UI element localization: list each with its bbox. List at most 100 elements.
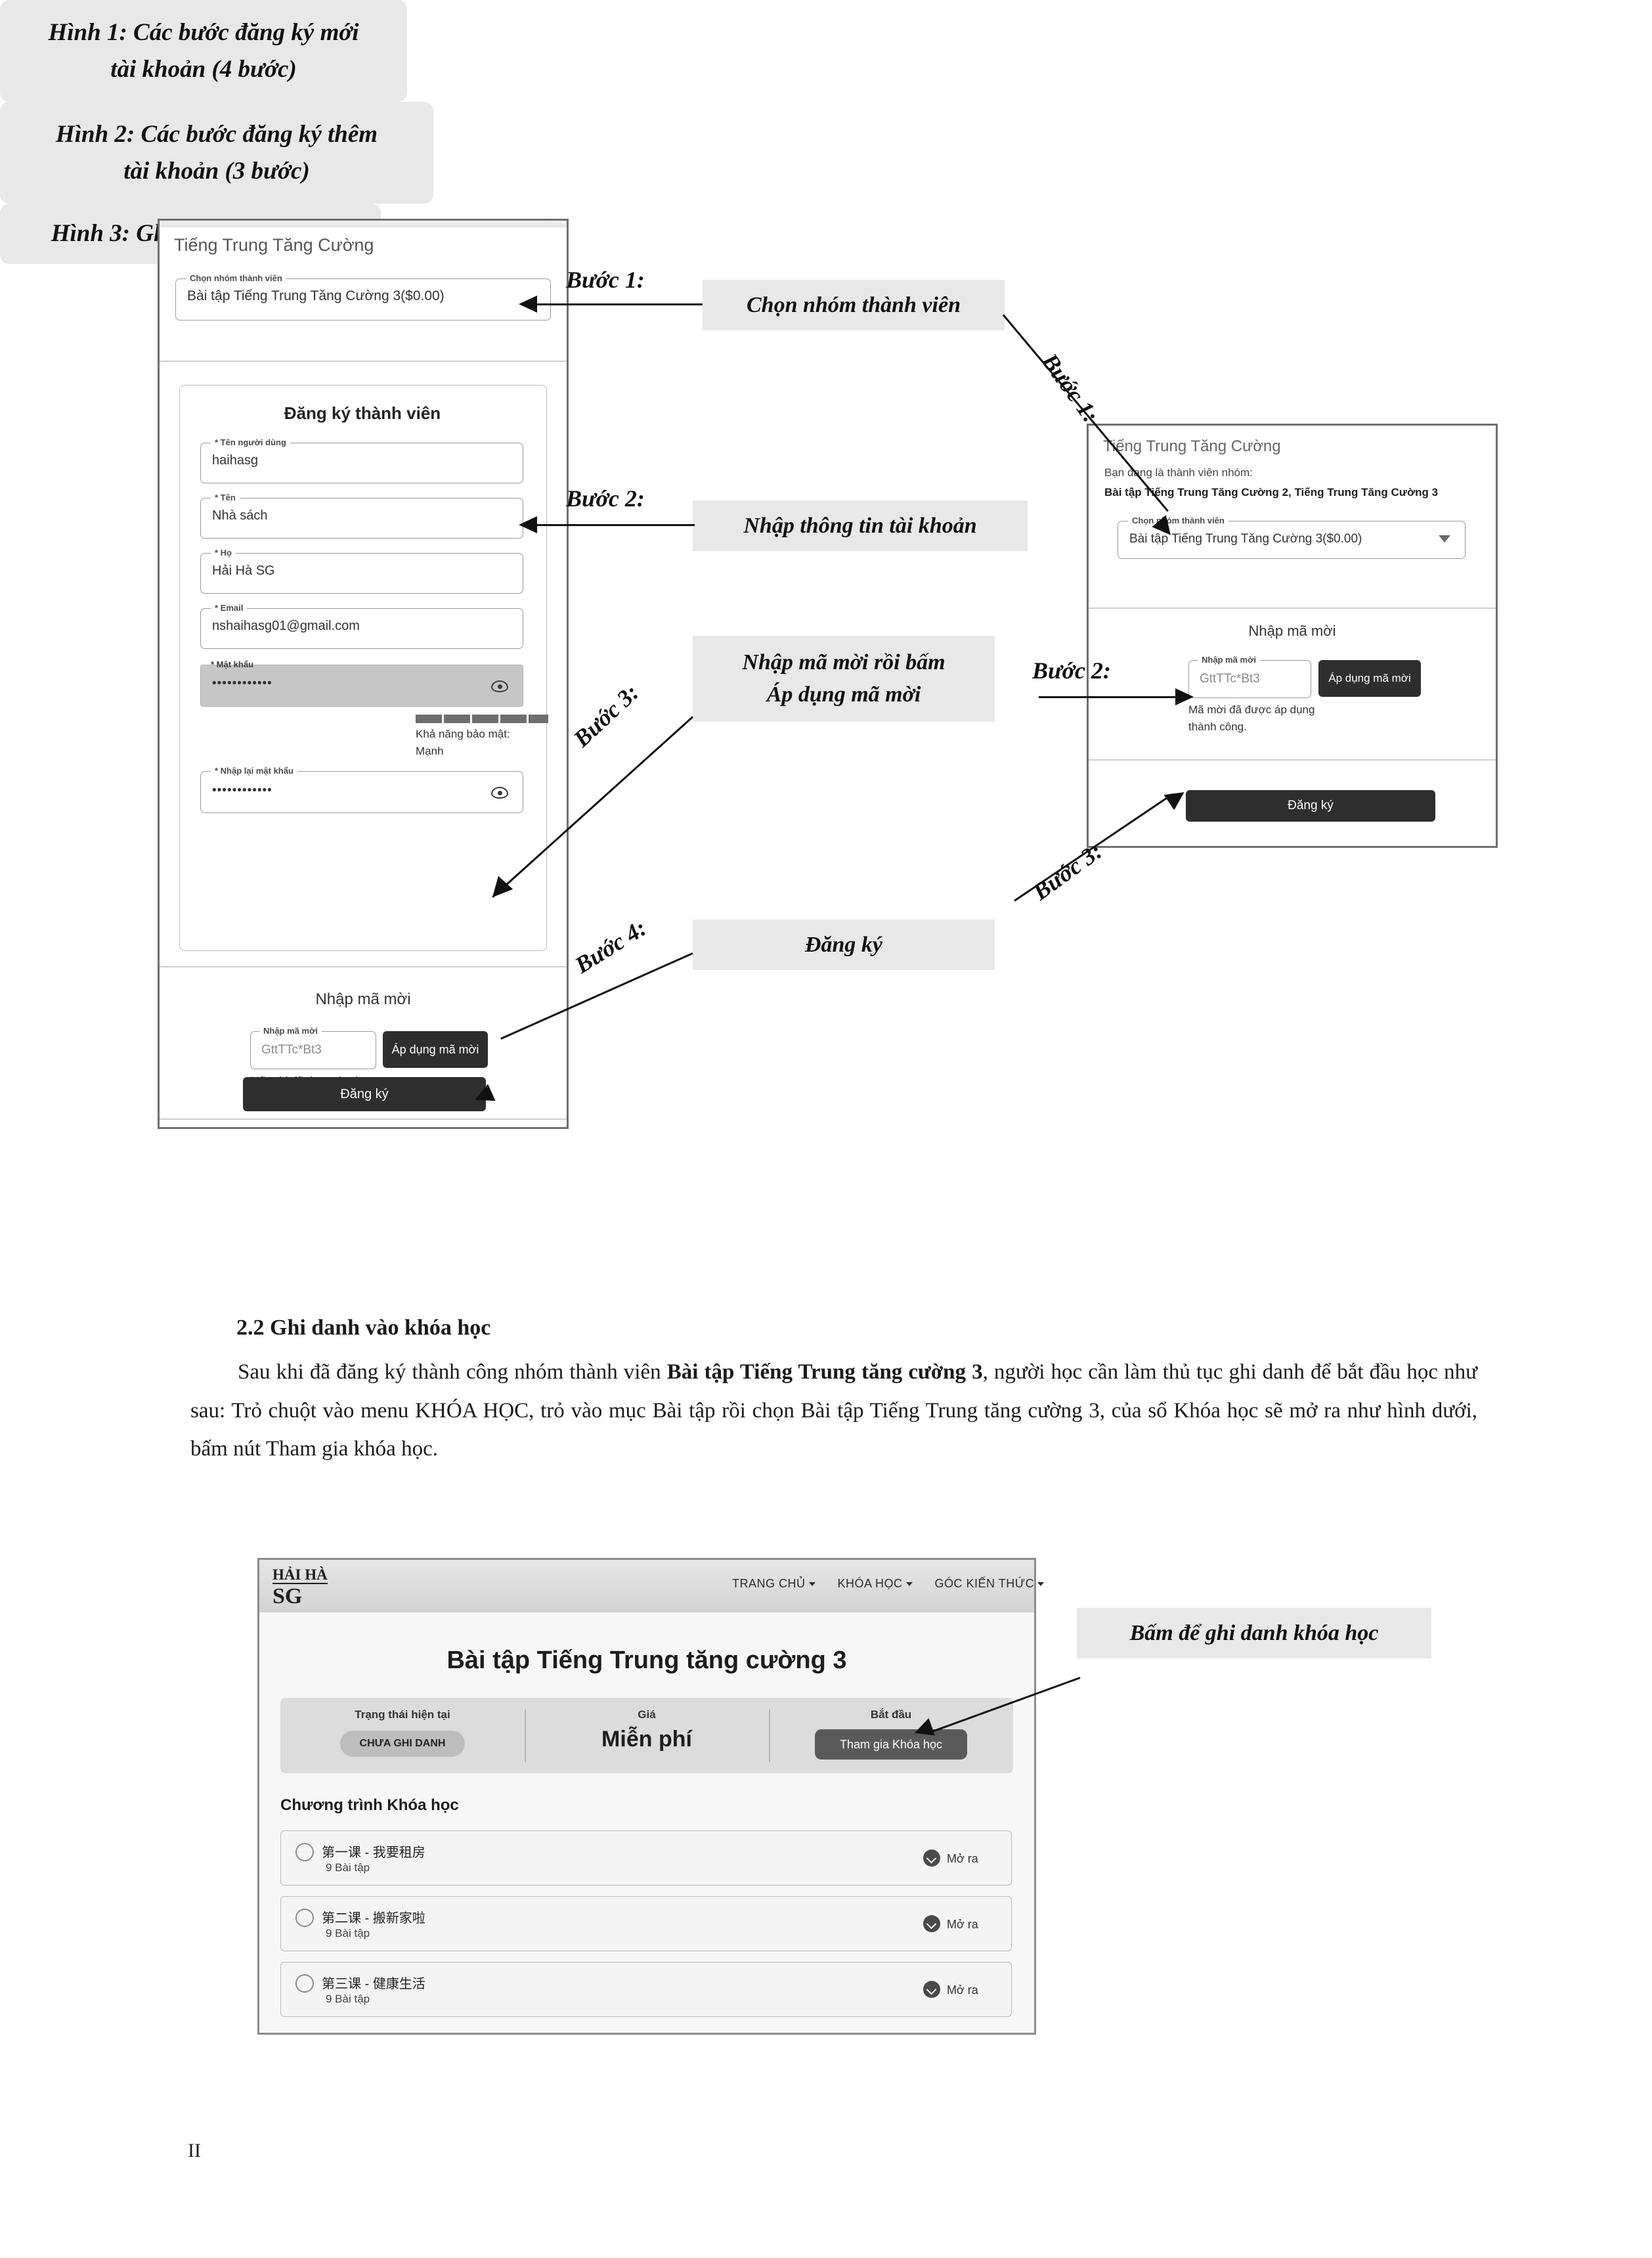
- nav-item-courses-label: KHÓA HỌC: [837, 1577, 903, 1590]
- apply-invite-button[interactable]: Áp dụng mã mời: [383, 1031, 488, 1068]
- expand-icon[interactable]: [923, 1915, 940, 1932]
- nav-item-home[interactable]: TRANG CHỦ: [732, 1577, 815, 1591]
- body-paragraph: Sau khi đã đăng ký thành công nhóm thành…: [190, 1353, 1477, 1469]
- fig1-step3-line1: Nhập mã mời rồi bấm: [742, 650, 946, 675]
- email-field[interactable]: [200, 608, 523, 649]
- password-visibility-icon[interactable]: [491, 680, 508, 692]
- status-divider-2: [769, 1710, 770, 1762]
- figure2-apply-invite-button[interactable]: Áp dụng mã mời: [1318, 660, 1421, 697]
- confirm-password-value: ••••••••••••: [212, 784, 272, 797]
- lesson-row[interactable]: 第二课 - 搬新家啦 9 Bài tập Mở ra: [280, 1896, 1012, 1951]
- nav-item-home-label: TRANG CHỦ: [732, 1577, 806, 1590]
- nav-item-knowledge[interactable]: GÓC KIẾN THỨC: [935, 1577, 1045, 1591]
- password-field[interactable]: [200, 665, 523, 707]
- figure2-dropdown-caret-icon[interactable]: [1439, 535, 1450, 542]
- section-heading: 2.2 Ghi danh vào khóa học: [236, 1316, 491, 1340]
- chevron-down-icon: [1037, 1582, 1045, 1587]
- lesson-row[interactable]: 第三课 - 健康生活 9 Bài tập Mở ra: [280, 1962, 1012, 2017]
- figure2-group-select-label: Chọn nhóm thành viên: [1128, 516, 1228, 525]
- lesson-status-radio-icon[interactable]: [295, 1909, 314, 1927]
- figure1-submit-button[interactable]: Đăng ký: [243, 1077, 486, 1111]
- firstname-field[interactable]: [200, 498, 523, 539]
- fig2-step2-leader: [1039, 696, 1180, 698]
- figure1-caption-line1: Hình 1: Các bước đăng ký mới: [48, 19, 359, 46]
- figure1-window-title: Tiếng Trung Tăng Cường: [174, 235, 374, 255]
- join-course-button[interactable]: Tham gia Khóa học: [815, 1729, 967, 1760]
- expand-icon[interactable]: [923, 1849, 940, 1867]
- fig1-step3-tag: Bước 3:: [568, 678, 644, 752]
- course-price: Miễn phí: [601, 1727, 692, 1752]
- figure2-submit-button[interactable]: Đăng ký: [1186, 790, 1435, 822]
- fig2-step2-arrowhead: [1175, 688, 1194, 705]
- status-col-2-header: Giá: [638, 1708, 656, 1721]
- lesson-row[interactable]: 第一课 - 我要租房 9 Bài tập Mở ra: [280, 1830, 1012, 1886]
- lastname-label: * Họ: [211, 548, 236, 558]
- lesson-subtitle: 9 Bài tập: [326, 1993, 370, 2005]
- site-logo-line2: SG: [272, 1584, 303, 1609]
- body-paragraph-part2: , người học cần làm thủ tục ghi danh để …: [190, 1360, 1477, 1461]
- lesson-expand-label[interactable]: Mở ra: [947, 1918, 978, 1931]
- confirm-password-field[interactable]: [200, 771, 523, 813]
- lesson-expand-label[interactable]: Mở ra: [947, 1983, 978, 1997]
- fig1-step2-leader: [525, 524, 695, 526]
- page-number: II: [188, 2140, 201, 2161]
- lesson-title: 第二课 - 搬新家啦: [322, 1911, 425, 1926]
- figure2-group-select-field[interactable]: [1118, 521, 1466, 559]
- status-col-3-header: Bắt đầu: [870, 1708, 912, 1721]
- window-titlebar: [160, 221, 567, 227]
- password-strength-seg-5: [529, 715, 548, 723]
- password-strength-label: Khả năng bảo mật:: [416, 728, 510, 740]
- fig1-step2-arrowhead: [519, 516, 537, 533]
- username-value: haihasg: [212, 453, 259, 468]
- figure2-caption-line2: tài khoản (3 bước): [123, 157, 310, 185]
- password-label: * Mật khẩu: [211, 659, 254, 669]
- password-value: ••••••••••••: [212, 676, 272, 690]
- lastname-value: Hải Hà SG: [212, 564, 275, 578]
- status-col-1-header: Trạng thái hiện tại: [355, 1708, 450, 1721]
- fig1-step1-leader: [525, 303, 703, 305]
- figure2-invite-code-label: Nhập mã mời: [1198, 655, 1260, 665]
- lesson-subtitle: 9 Bài tập: [326, 1927, 370, 1939]
- email-value: nshaihasg01@gmail.com: [212, 619, 360, 633]
- fig1-step4-box: Đăng ký: [693, 919, 995, 971]
- password-strength-seg-3: [472, 715, 498, 723]
- fig2-step3-tag: Bước 3:: [1028, 837, 1108, 906]
- figure2-invite-code-field[interactable]: [1188, 660, 1311, 698]
- invite-heading: Nhập mã mời: [315, 990, 411, 1008]
- lesson-expand-label[interactable]: Mở ra: [947, 1852, 978, 1865]
- fig1-step1-arrowhead: [519, 296, 537, 313]
- figure2-invite-success-line2: thành công.: [1188, 720, 1247, 733]
- body-paragraph-bold: Bài tập Tiếng Trung tăng cường 3: [666, 1360, 983, 1384]
- fig1-step2-tag: Bước 2:: [566, 485, 645, 512]
- figure1-window: Tiếng Trung Tăng Cường Chọn nhóm thành v…: [158, 219, 569, 1129]
- lesson-status-radio-icon[interactable]: [295, 1843, 314, 1861]
- firstname-label: * Tên: [211, 493, 240, 502]
- figure2-member-groups: Bài tập Tiếng Trung Tăng Cường 2, Tiếng …: [1104, 486, 1439, 498]
- figure2-panel-divider-1: [1089, 608, 1496, 609]
- invite-code-label: Nhập mã mời: [259, 1026, 322, 1036]
- nav-item-courses[interactable]: KHÓA HỌC: [838, 1577, 913, 1591]
- figure1-caption: Hình 1: Các bước đăng ký mới tài khoản (…: [0, 0, 407, 102]
- fig1-step3-line2: Áp dụng mã mời: [766, 682, 921, 707]
- nav-item-knowledge-label: GÓC KIẾN THỨC: [934, 1577, 1035, 1590]
- register-heading: Đăng ký thành viên: [284, 403, 441, 423]
- fig1-step3-box: Nhập mã mời rồi bấm Áp dụng mã mời: [693, 636, 995, 722]
- site-nav: TRANG CHỦ KHÓA HỌC GÓC KIẾN THỨC: [732, 1577, 1045, 1591]
- fig1-step1-tag: Bước 1:: [566, 267, 645, 293]
- figure1-caption-line2: tài khoản (4 bước): [110, 55, 297, 83]
- group-select-value: Bài tập Tiếng Trung Tăng Cường 3($0.00): [187, 288, 445, 303]
- username-field[interactable]: [200, 443, 523, 483]
- fig2-step1-leader: [1002, 314, 1169, 512]
- expand-icon[interactable]: [923, 1981, 940, 1998]
- lesson-title: 第三课 - 健康生活: [322, 1977, 425, 1991]
- lastname-field[interactable]: [200, 553, 523, 594]
- site-header: [259, 1560, 1034, 1612]
- body-paragraph-part1: Sau khi đã đăng ký thành công nhóm thành…: [238, 1360, 667, 1384]
- lesson-status-radio-icon[interactable]: [295, 1974, 314, 1993]
- password-strength-seg-1: [416, 715, 442, 723]
- confirm-password-visibility-icon[interactable]: [491, 787, 508, 799]
- group-select-field[interactable]: [175, 278, 551, 321]
- status-col-1: Trạng thái hiện tại CHƯA GHI DANH: [280, 1698, 525, 1757]
- figure2-invite-heading: Nhập mã mời: [1248, 623, 1336, 639]
- figure2-window-title: Tiếng Trung Tăng Cường: [1103, 437, 1281, 455]
